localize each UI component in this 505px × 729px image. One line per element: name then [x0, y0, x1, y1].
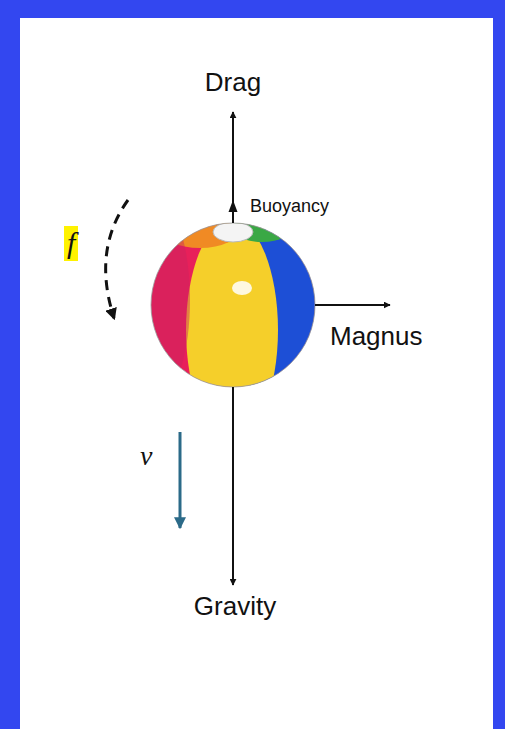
spin-arrow [106, 200, 128, 318]
white-panel [20, 18, 493, 729]
ball-cap [213, 222, 253, 242]
magnus-arrow [315, 304, 390, 306]
beach-ball [130, 200, 382, 440]
ball-shade [130, 205, 190, 395]
velocity-arrow [179, 432, 182, 528]
ball-outline [151, 223, 315, 387]
force-label: Drag [205, 68, 261, 98]
force-label: Buoyancy [250, 196, 329, 217]
buoyancy-arrowhead [229, 200, 238, 212]
gravity-arrow [232, 387, 234, 585]
ball-highlight [232, 281, 252, 295]
force-label: Magnus [330, 322, 423, 352]
force-label: Gravity [194, 592, 276, 622]
velocity-symbol: v [140, 440, 152, 472]
spin-symbol: f [64, 226, 78, 261]
